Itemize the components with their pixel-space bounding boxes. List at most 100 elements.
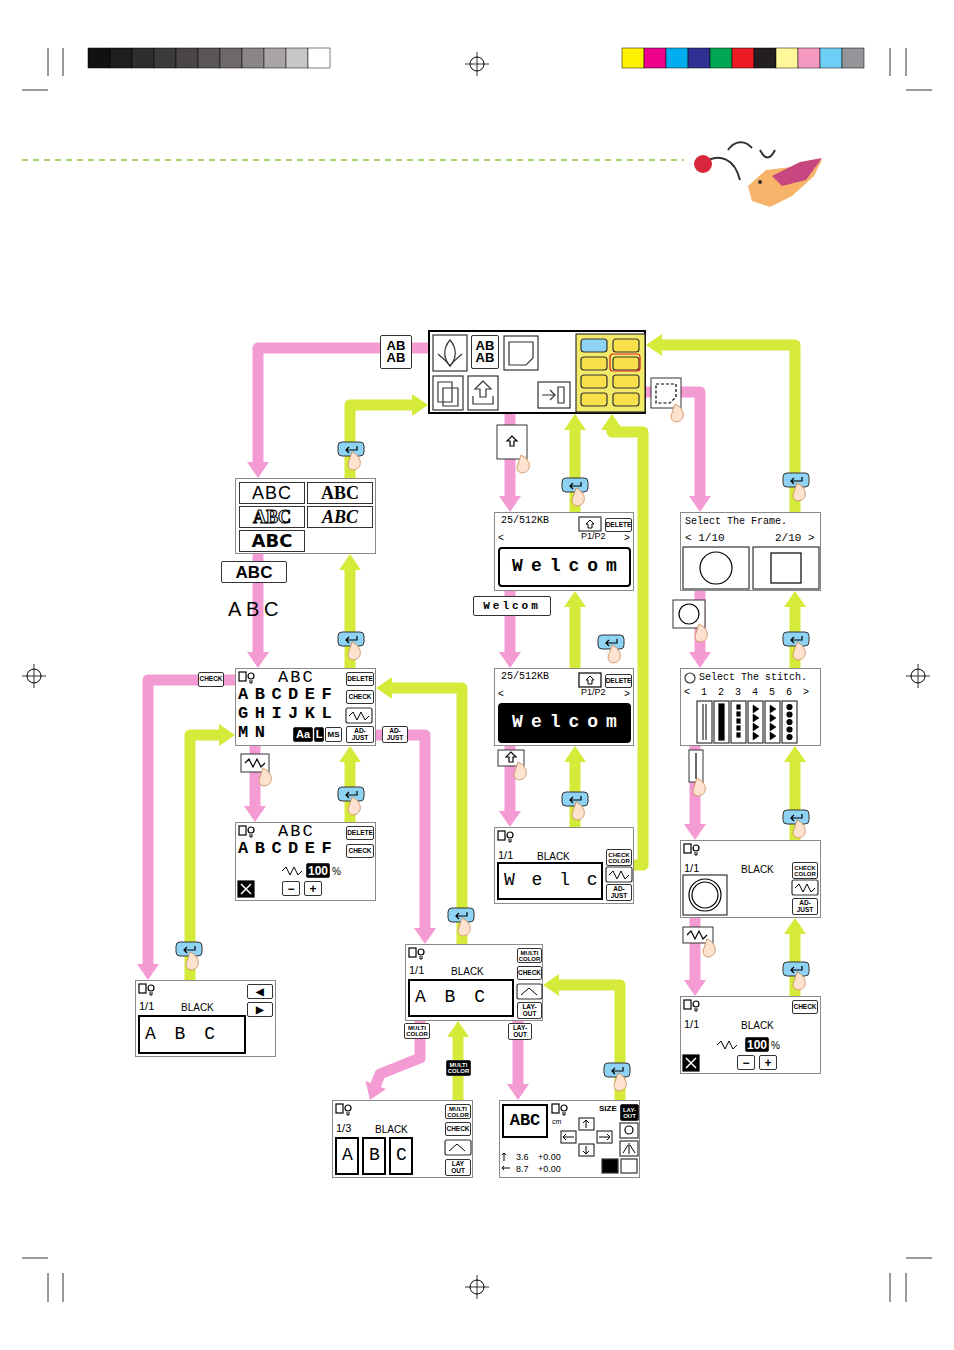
icon-shape	[238, 881, 254, 897]
arrow-head	[137, 964, 159, 980]
screen-text: 8.7	[516, 1165, 529, 1175]
screen-text: >	[624, 532, 630, 543]
screen-button	[651, 378, 681, 408]
arrow-head	[507, 1084, 529, 1100]
back-arrow	[570, 482, 581, 489]
icon-shape	[792, 880, 818, 895]
flow-arrow	[646, 334, 795, 512]
icon-shape	[737, 712, 740, 716]
icon-shape	[581, 357, 607, 370]
arrow-head	[646, 334, 662, 356]
icon-shape	[148, 985, 154, 991]
icon-shape	[770, 714, 776, 722]
icon-shape	[787, 712, 792, 717]
screen-text: AD- JUST	[792, 898, 818, 915]
tapping-hand	[793, 972, 805, 990]
button-glyph	[245, 759, 265, 767]
registration-mark	[906, 664, 930, 688]
screen-panel: ABCcmSIZELAY- OUT3.6+0.008.7+0.00	[499, 1100, 640, 1178]
screen-text: ▶	[247, 1002, 273, 1017]
screen-panel: ABCABCDEFDELETECHECK100%−+	[235, 822, 376, 901]
tap-letter: A	[228, 598, 241, 620]
screen-panel: 25/512KBDELETEP1/P2<>Welcom	[494, 668, 634, 746]
icon-shape	[613, 393, 639, 406]
color-bar	[622, 48, 644, 68]
flow-arrow	[684, 746, 706, 840]
tapping-hand	[693, 778, 705, 796]
icon-shape	[753, 723, 759, 731]
screen-panel: Select The stitch.< 1 2 3 4 5 6 >	[680, 668, 821, 746]
arrow-head	[784, 746, 806, 762]
screen-text: A B C	[408, 979, 514, 1017]
screen-text: DELETE	[346, 672, 374, 686]
screen-text: ABC	[307, 482, 373, 504]
icon-shape	[770, 705, 776, 713]
color-bar	[798, 48, 820, 68]
flow-arrow	[137, 680, 235, 980]
arrow-shaft	[558, 985, 620, 1100]
icon-shape	[445, 1140, 471, 1155]
screen-panel: 1/1BLACKW e l cCHECK COLORAD- JUST	[494, 827, 634, 904]
screen-text: < 1/10	[685, 532, 725, 544]
icon-shape	[581, 339, 607, 352]
screen-text: +	[759, 1055, 777, 1070]
color-bar	[242, 48, 264, 68]
icon-shape	[563, 1112, 565, 1115]
screen-text: AB AB	[471, 335, 499, 369]
arrow-head	[499, 496, 521, 512]
icon-shape	[502, 1153, 510, 1170]
screen-text: BLACK	[181, 1002, 214, 1013]
button-label: AB AB	[380, 335, 412, 369]
icon-shape	[409, 948, 416, 957]
screen-text: Welcom	[498, 547, 631, 587]
arrow-head	[447, 1021, 469, 1037]
icon-shape	[586, 676, 594, 684]
screen-text: −	[282, 881, 300, 896]
icon-shape	[753, 714, 759, 722]
arrow-head	[499, 652, 521, 668]
icon-shape	[239, 672, 246, 681]
color-bar	[198, 48, 220, 68]
icon-shape	[468, 376, 498, 410]
screen-text: MULTI COLOR	[445, 1104, 471, 1119]
icon-shape	[346, 708, 372, 723]
icon-shape	[625, 1126, 633, 1134]
icon-shape	[685, 673, 695, 683]
icon-shape	[579, 517, 601, 531]
icon-shape	[606, 867, 632, 882]
button-glyph	[507, 436, 517, 446]
icon-shape	[345, 1105, 351, 1111]
screen-text: L	[314, 727, 324, 742]
arrow-head	[247, 462, 269, 478]
screen-text: MULTI COLOR	[517, 948, 542, 963]
screen-text: Welcom	[498, 703, 631, 743]
crop-mark	[63, 48, 64, 76]
screen-panel: ABCABCDEFGHIJKLMNAaLMSDELETECHECKAD- JUS…	[235, 668, 376, 746]
back-arrow	[184, 946, 195, 953]
flow-arrow	[564, 746, 586, 827]
screen-panel: AB AB	[428, 330, 646, 414]
arrow-head	[543, 974, 559, 996]
tapping-hand	[186, 952, 198, 970]
tapping-hand	[572, 488, 584, 506]
color-bar	[666, 48, 688, 68]
bird-eye	[758, 180, 762, 184]
screen-text: CHECK	[792, 1000, 818, 1014]
icon-shape	[552, 1104, 559, 1113]
icon-shape	[609, 871, 629, 879]
icon-shape	[336, 1104, 343, 1113]
screen-text: B	[362, 1137, 386, 1175]
icon-shape	[139, 984, 146, 993]
color-bar	[710, 48, 732, 68]
color-bar	[154, 48, 176, 68]
screen-text: ABCDEF	[238, 840, 338, 859]
color-bar	[688, 48, 710, 68]
registration-mark	[465, 1275, 489, 1299]
screen-text: 1/3	[336, 1122, 351, 1134]
crop-mark	[63, 1273, 64, 1302]
screen-text: BLACK	[537, 851, 570, 862]
icon-shape	[248, 827, 254, 833]
screen-text: <	[498, 688, 504, 699]
icon-shape	[498, 831, 505, 840]
